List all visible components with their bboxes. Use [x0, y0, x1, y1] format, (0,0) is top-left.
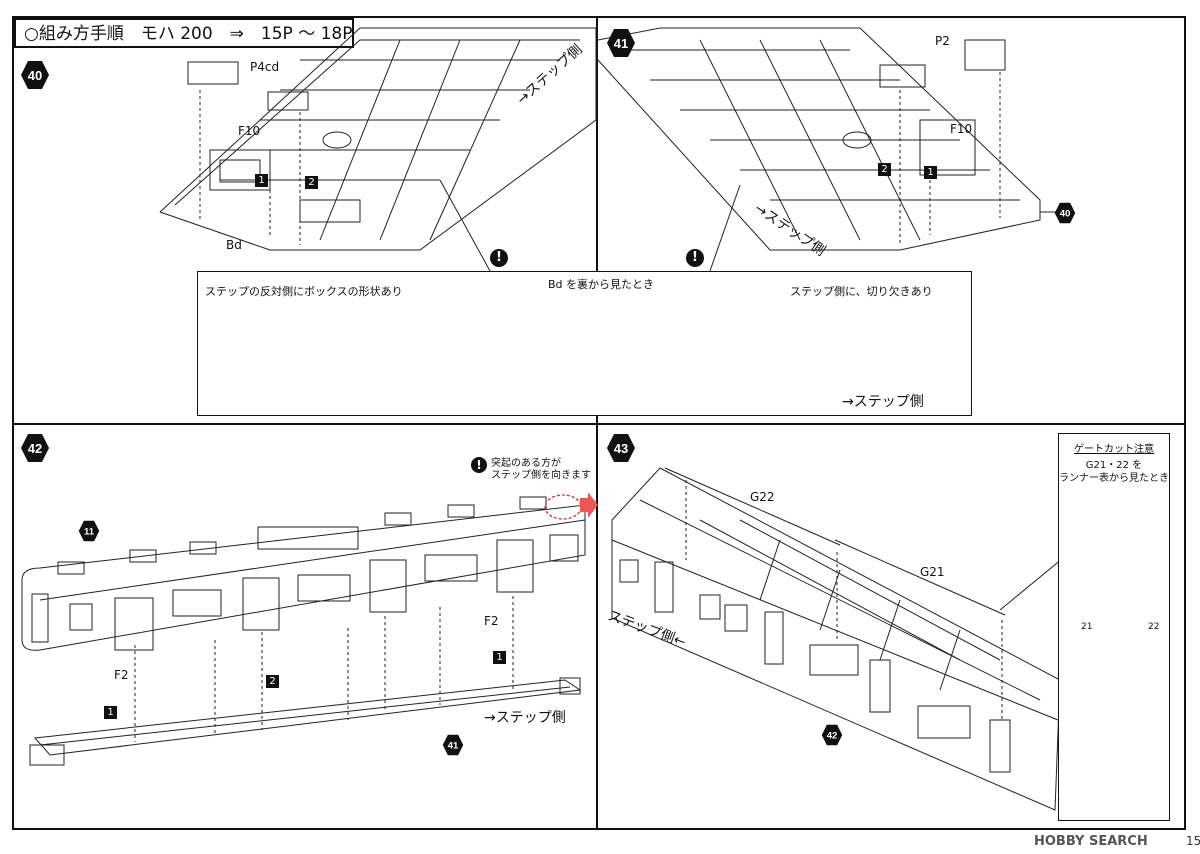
gate-line2: ランナー表から見たとき — [1059, 473, 1169, 484]
badge-2-42: 2 — [266, 675, 279, 688]
warning-icon-right: ! — [686, 249, 704, 267]
label-p2: P2 — [935, 34, 950, 48]
footer-brand: HOBBY SEARCH — [1034, 834, 1148, 849]
label-g22: G22 — [750, 490, 775, 504]
note-right-text: ステップ側に、切り欠きあり — [790, 285, 933, 298]
bd-underside-note-box — [197, 271, 972, 416]
gate-title: ゲートカット注意 — [1074, 444, 1154, 455]
ref-41-badge: 41 — [442, 734, 464, 756]
svg-text:42: 42 — [827, 731, 838, 742]
badge-1-42b: 1 — [493, 651, 506, 664]
page-number: 15 — [1186, 834, 1200, 848]
label-bd: Bd — [226, 238, 242, 252]
label-f10-40: F10 — [238, 124, 261, 138]
page-title: ○組み方手順 モハ 200 ⇒ 15P ～ 18P — [14, 18, 354, 48]
note-left-text: ステップの反対側にボックスの形状あり — [205, 285, 403, 298]
svg-text:41: 41 — [614, 36, 628, 51]
svg-text:40: 40 — [1060, 209, 1071, 220]
bump-note-line1: 突起のある方が — [491, 458, 561, 469]
divider-horizontal — [12, 423, 1186, 425]
badge-2-41: 2 — [878, 163, 891, 176]
svg-text:40: 40 — [28, 68, 42, 83]
gate-line1: G21・22 を — [1085, 460, 1143, 471]
gate-tag-22: 22 — [1148, 622, 1160, 632]
label-f10-41: F10 — [950, 122, 973, 136]
ref-40-badge: 40 — [1054, 202, 1076, 224]
step-41-badge: 41 — [607, 29, 635, 57]
badge-1-40: 1 — [255, 174, 268, 187]
badge-1-42a: 1 — [104, 706, 117, 719]
badge-2-40: 2 — [305, 176, 318, 189]
step-side-label-42: →ステップ側 — [484, 710, 566, 726]
svg-text:11: 11 — [84, 527, 95, 538]
step-40-badge: 40 — [21, 61, 49, 89]
note-title: Bd を裏から見たとき — [548, 278, 655, 291]
label-g21: G21 — [920, 565, 945, 579]
part-11-badge: 11 — [78, 520, 100, 542]
warning-icon-left: ! — [490, 249, 508, 267]
warning-icon-42: ! — [471, 457, 487, 473]
note-step-side: →ステップ側 — [842, 394, 924, 410]
badge-1-41: 1 — [924, 166, 937, 179]
step-42-badge: 42 — [21, 434, 49, 462]
step-43-badge: 43 — [607, 434, 635, 462]
svg-text:41: 41 — [448, 741, 459, 752]
ref-42-badge: 42 — [821, 724, 843, 746]
bump-note-line2: ステップ側を向きます — [491, 470, 591, 481]
gate-cut-note-box: ゲートカット注意 G21・22 を ランナー表から見たとき — [1058, 433, 1170, 821]
svg-text:43: 43 — [614, 441, 628, 456]
svg-text:42: 42 — [28, 441, 42, 456]
label-f2-left: F2 — [114, 668, 129, 682]
label-p4cd: P4cd — [250, 60, 280, 74]
label-f2-right: F2 — [484, 614, 499, 628]
gate-tag-21: 21 — [1081, 622, 1093, 632]
